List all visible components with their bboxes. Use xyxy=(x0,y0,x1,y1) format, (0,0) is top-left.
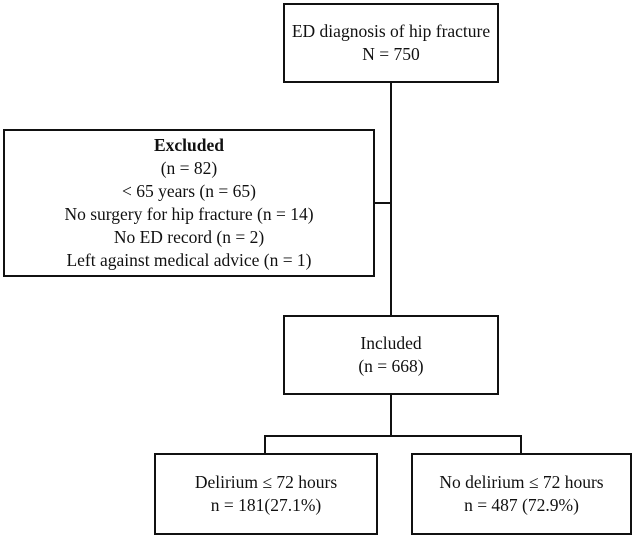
delirium-count: n = 181(27.1%) xyxy=(210,495,322,515)
excluded-left-ama: Left against medical advice (n = 1) xyxy=(66,250,312,270)
excluded-no-ed-record: No ED record (n = 2) xyxy=(113,227,265,247)
no-delirium-label: No delirium ≤ 72 hours xyxy=(439,472,604,492)
delirium-box: Delirium ≤ 72 hours n = 181(27.1%) xyxy=(154,453,378,535)
ed-diagnosis-box: ED diagnosis of hip fracture N = 750 xyxy=(283,3,499,83)
excluded-age: < 65 years (n = 65) xyxy=(122,181,256,201)
ed-diagnosis-label: ED diagnosis of hip fracture xyxy=(291,21,491,41)
excluded-box: Excluded (n = 82) < 65 years (n = 65) No… xyxy=(3,129,375,277)
no-delirium-box: No delirium ≤ 72 hours n = 487 (72.9%) xyxy=(411,453,632,535)
delirium-label: Delirium ≤ 72 hours xyxy=(194,472,338,492)
included-label: Included xyxy=(360,333,422,353)
included-count: (n = 668) xyxy=(358,356,424,376)
excluded-heading: Excluded xyxy=(153,135,225,155)
excluded-no-surgery: No surgery for hip fracture (n = 14) xyxy=(64,204,314,224)
ed-diagnosis-count: N = 750 xyxy=(362,44,420,64)
excluded-total: (n = 82) xyxy=(160,158,218,178)
no-delirium-count: n = 487 (72.9%) xyxy=(464,495,579,515)
included-box: Included (n = 668) xyxy=(283,315,499,395)
